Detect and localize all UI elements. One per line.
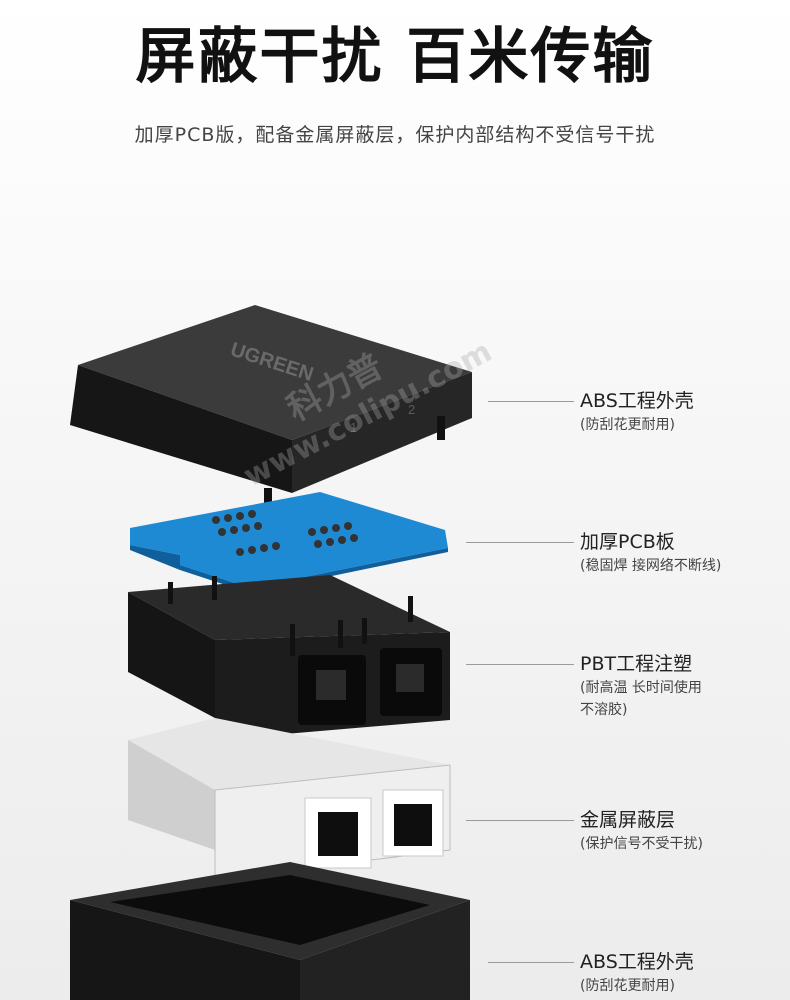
leader-line-bottom-shell <box>488 962 574 963</box>
callout-title: ABS工程外壳 <box>580 951 694 973</box>
callout-top-shell: ABS工程外壳 (防刮花更耐用) <box>580 388 780 436</box>
callout-desc: (防刮花更耐用) <box>580 978 675 994</box>
callout-desc: (耐高温 长时间使用 <box>580 680 702 696</box>
callout-desc: (稳固焊 接网络不断线) <box>580 558 722 574</box>
callout-title: 金属屏蔽层 <box>580 809 676 831</box>
port-number-1: 1 <box>350 420 357 435</box>
metal-shield <box>128 718 451 881</box>
callout-pcb: 加厚PCB板 (稳固焊 接网络不断线) <box>580 529 780 577</box>
callout-desc: (保护信号不受干扰) <box>580 836 703 852</box>
callout-bottom-shell: ABS工程外壳 (防刮花更耐用) <box>580 949 780 997</box>
callout-title: 加厚PCB板 <box>580 531 675 553</box>
pcb-board <box>130 492 448 593</box>
pcb-solder-pins <box>212 510 358 556</box>
callout-title: PBT工程注塑 <box>580 653 693 675</box>
subline: 加厚PCB版，配备金属屏蔽层，保护内部结构不受信号干扰 <box>134 124 656 146</box>
leader-line-metal <box>466 820 574 821</box>
leader-line-pcb <box>466 542 574 543</box>
callout-desc: (防刮花更耐用) <box>580 417 675 433</box>
callout-desc: 不溶胶) <box>580 702 628 718</box>
pbt-jack-body <box>128 575 450 740</box>
callout-pbt: PBT工程注塑 (耐高温 长时间使用 不溶胶) <box>580 651 780 721</box>
leader-line-pbt <box>466 664 574 665</box>
top-abs-cover: UGREEN 1 2 <box>70 305 472 506</box>
bottom-abs-shell <box>70 862 470 1000</box>
callout-metal-shield: 金属屏蔽层 (保护信号不受干扰) <box>580 807 780 855</box>
callout-title: ABS工程外壳 <box>580 390 694 412</box>
leader-line-top-shell <box>488 401 574 402</box>
headline: 屏蔽干扰 百米传输 <box>135 22 655 92</box>
port-number-2: 2 <box>408 402 415 417</box>
